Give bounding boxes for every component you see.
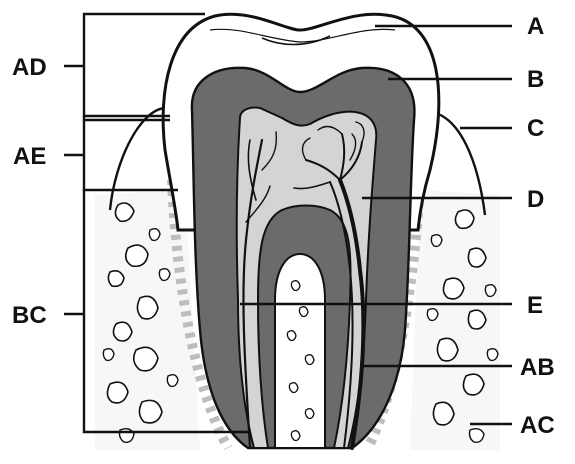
label-c: C [527, 115, 544, 142]
label-b: B [527, 66, 544, 93]
label-ad: AD [12, 54, 47, 81]
interradicular-bone [275, 254, 325, 448]
label-ac: AC [520, 412, 555, 439]
alveolar-bone-right [410, 190, 500, 450]
label-d: D [527, 186, 544, 213]
label-bc: BC [12, 302, 47, 329]
label-a: A [527, 13, 544, 40]
label-ab: AB [520, 354, 555, 381]
label-ae: AE [13, 143, 46, 170]
label-e: E [527, 292, 543, 319]
